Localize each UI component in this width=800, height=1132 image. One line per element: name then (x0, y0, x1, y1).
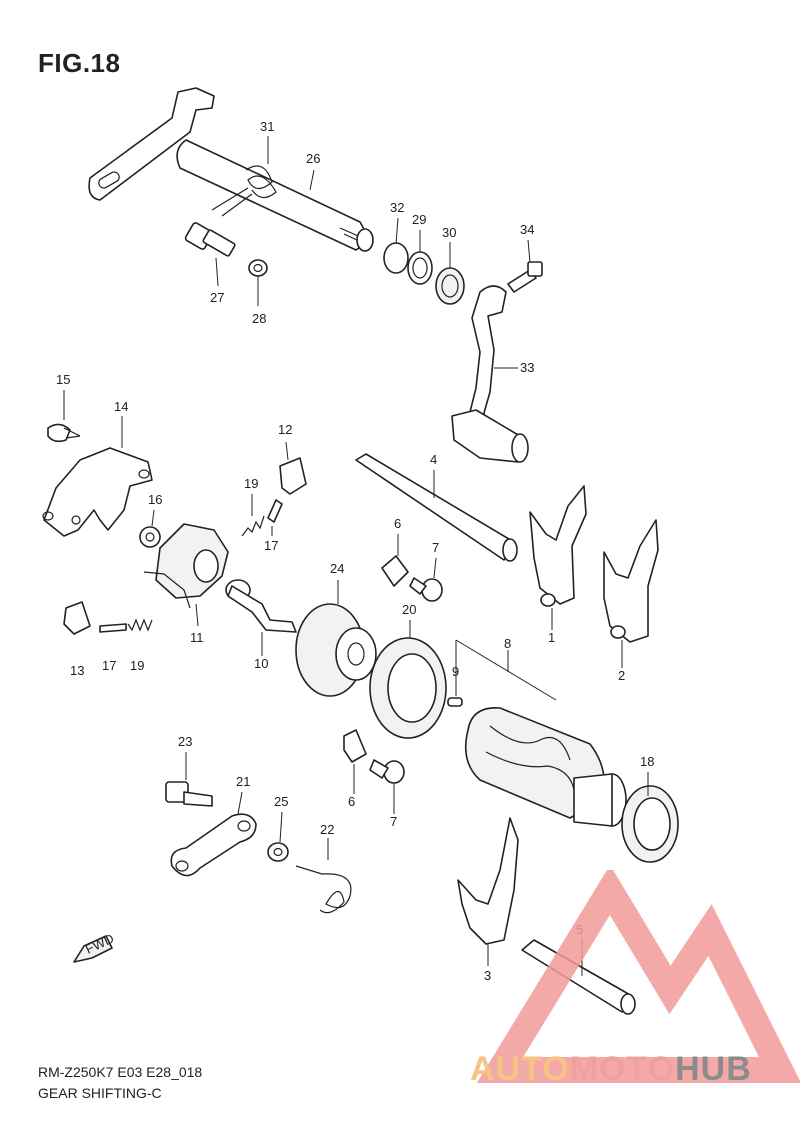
spring-19 (241, 515, 265, 537)
cam-stopper-21 (170, 813, 257, 877)
callout-6: 6 (394, 516, 401, 531)
collar-16 (139, 526, 161, 548)
callout-19-lower: 19 (130, 658, 144, 673)
callout-18: 18 (640, 754, 654, 769)
callout-3: 3 (484, 968, 491, 983)
callout-34: 34 (520, 222, 534, 237)
bolt-27 (184, 222, 236, 257)
callout-7-lower: 7 (390, 814, 397, 829)
bearing-20 (369, 637, 447, 739)
callout-12: 12 (278, 422, 292, 437)
callout-4: 4 (430, 452, 437, 467)
callout-15: 15 (56, 372, 70, 387)
cam-gear-24 (295, 603, 377, 697)
callout-19: 19 (244, 476, 258, 491)
pin-9 (447, 697, 463, 707)
stopper-6-lower (343, 729, 367, 763)
footer-model-code: RM-Z250K7 E03 E28_018 (38, 1064, 203, 1080)
pin-17-lower (99, 623, 127, 633)
shift-fork-1 (529, 485, 587, 605)
callout-17: 17 (264, 538, 278, 553)
pin-17 (267, 499, 283, 523)
callout-6-lower: 6 (348, 794, 355, 809)
figure-title: FIG.18 (38, 48, 121, 78)
spring-19-lower (127, 618, 153, 632)
callout-26: 26 (306, 151, 320, 166)
screw-15 (47, 423, 81, 443)
callout-10: 10 (254, 656, 268, 671)
callout-17-lower: 17 (102, 658, 116, 673)
stopper-plate-14 (43, 447, 153, 537)
footer-section-name: GEAR SHIFTING-C (38, 1085, 162, 1101)
watermark-hub: HUB (675, 1050, 752, 1088)
watermark-moto: MOTO (569, 1050, 676, 1088)
callout-20: 20 (402, 602, 416, 617)
callout-24: 24 (330, 561, 344, 576)
oil-seal-30 (435, 267, 465, 305)
callout-32: 32 (390, 200, 404, 215)
leader-lines (63, 136, 649, 976)
shift-fork-2 (603, 519, 659, 643)
forward-direction-arrow: FWD (73, 931, 116, 963)
gearshift-lever-33 (469, 285, 507, 421)
callout-labels: 31 26 27 28 32 29 30 34 33 15 14 12 4 16… (56, 119, 654, 983)
bolt-23 (165, 781, 213, 807)
washer-29 (407, 251, 433, 285)
callout-29: 29 (412, 212, 426, 227)
watermark-logo (476, 870, 800, 1083)
callout-25: 25 (274, 794, 288, 809)
pawl-13 (63, 601, 91, 635)
screw-7-lower (369, 759, 405, 784)
callout-28: 28 (252, 311, 266, 326)
callout-11: 11 (190, 630, 204, 645)
callout-30: 30 (442, 225, 456, 240)
callout-2: 2 (618, 668, 625, 683)
callout-27: 27 (210, 290, 224, 305)
watermark-auto: AUTO (470, 1050, 570, 1088)
watermark-brand-text: AUTOMOTOHUB (470, 1050, 752, 1089)
callout-7: 7 (432, 540, 439, 555)
bolt-10 (225, 579, 297, 633)
callout-9: 9 (452, 664, 459, 679)
callout-31: 31 (260, 119, 274, 134)
stopper-6 (381, 555, 409, 587)
callout-8: 8 (504, 636, 511, 651)
spring-22 (295, 865, 352, 914)
pawl-12 (279, 457, 307, 495)
circlip-32 (383, 242, 409, 274)
callout-1: 1 (548, 630, 555, 645)
callout-14: 14 (114, 399, 128, 414)
callout-13: 13 (70, 663, 84, 678)
washer-28 (248, 259, 268, 277)
callout-21: 21 (236, 774, 250, 789)
shift-fork-3 (457, 817, 519, 945)
screw-7 (409, 577, 443, 602)
shift-shaft-assembly (88, 87, 374, 252)
callout-22: 22 (320, 822, 334, 837)
gearshift-cam-8 (464, 707, 627, 827)
washer-25 (267, 842, 289, 862)
callout-33: 33 (520, 360, 534, 375)
callout-16: 16 (148, 492, 162, 507)
callout-23: 23 (178, 734, 192, 749)
